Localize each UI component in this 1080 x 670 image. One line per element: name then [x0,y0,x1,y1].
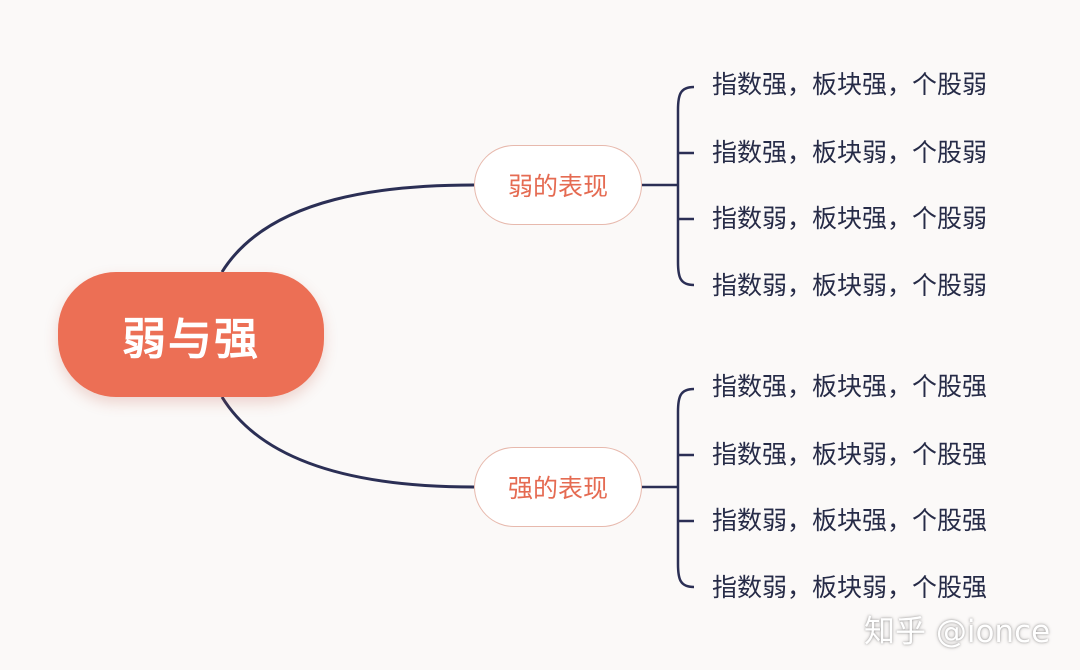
branch-node-weak: 弱的表现 [474,145,642,225]
branch-label-strong: 强的表现 [507,474,608,503]
leaf-strong-3: 指数弱，板块强，个股强 [712,506,988,535]
leaf-weak-2: 指数强，板块弱，个股弱 [712,138,988,167]
strong-bracket [676,387,695,589]
branch-node-strong: 强的表现 [474,447,642,527]
leaf-weak-4: 指数弱，板块弱，个股弱 [712,271,988,300]
root-to-weak-connector [220,183,475,273]
leaf-strong-1: 指数强，板块强，个股强 [712,372,988,401]
leaf-weak-3: 指数弱，板块强，个股弱 [712,204,988,233]
root-node: 弱与强 [58,272,324,397]
leaf-weak-1: 指数强，板块强，个股弱 [712,70,988,99]
leaf-strong-2: 指数强，板块弱，个股强 [712,440,988,469]
branch-label-weak: 弱的表现 [507,172,608,201]
leaf-strong-4: 指数弱，板块弱，个股强 [712,573,988,602]
root-label: 弱与强 [122,313,260,365]
root-to-strong-connector [220,396,475,489]
watermark: 知乎 @ionce [864,614,1051,650]
weak-bracket [676,85,695,287]
